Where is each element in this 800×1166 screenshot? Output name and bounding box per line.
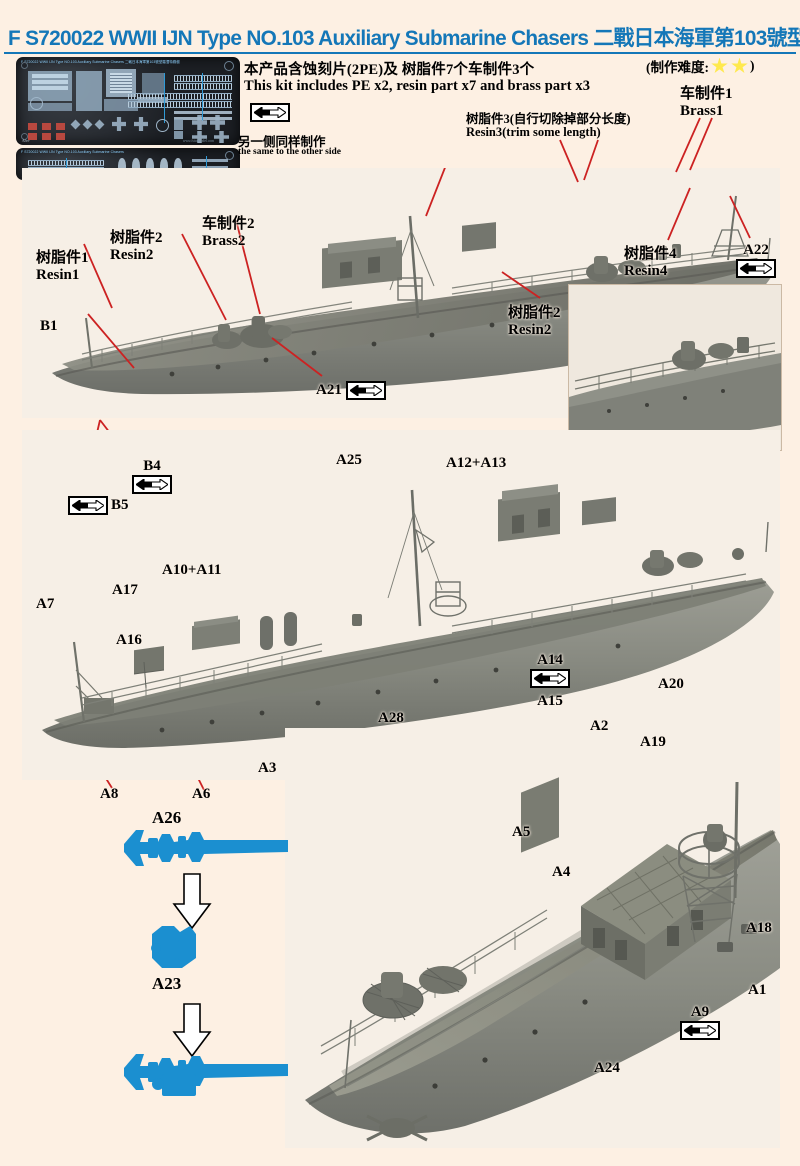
callout-resin2-fwd: 树脂件2 Resin2 xyxy=(110,230,163,264)
callout-a4: A4 xyxy=(552,864,571,880)
photo-inset-stern-detail xyxy=(568,284,782,451)
subassembly-diagram: A26 A23 xyxy=(118,808,298,1096)
double-arrow-icon xyxy=(250,103,290,122)
callout-a6: A6 xyxy=(192,786,211,802)
mirror-note-chinese: 另一侧同样制作 xyxy=(238,135,326,149)
callout-resin2-aft: 树脂件2 Resin2 xyxy=(508,305,561,339)
callout-a10-a11: A10+A11 xyxy=(162,562,222,578)
subassembly-step2-label: A23 xyxy=(152,974,182,993)
callout-a8: A8 xyxy=(100,786,119,802)
callout-a21: A21 xyxy=(316,381,386,400)
pe-fret-1-caption: F S720022 WWII IJN Type NO.103 Auxiliary… xyxy=(21,60,180,64)
difficulty-label: (制作难度: xyxy=(646,60,709,75)
pe-fret-photo-1: F S720022 WWII IJN Type NO.103 Auxiliary… xyxy=(16,57,240,145)
mirror-note-english: the same to the other side xyxy=(238,147,341,157)
callout-a18: A18 xyxy=(746,920,772,936)
pe-part-folded-shape xyxy=(151,926,196,968)
pe-part-a23-assembled-shape xyxy=(124,1054,288,1096)
double-arrow-icon xyxy=(680,1020,720,1040)
double-arrow-icon xyxy=(68,496,108,515)
double-arrow-icon xyxy=(345,381,386,400)
callout-b1: B1 xyxy=(40,318,58,334)
callout-a7: A7 xyxy=(36,596,55,612)
callout-brass1-cn: 车制件1 xyxy=(680,86,733,102)
star-icon xyxy=(711,57,728,73)
pe-fret-brand: Aber xyxy=(22,138,30,143)
callout-resin1: 树脂件1 Resin1 xyxy=(36,250,89,284)
callout-a28: A28 xyxy=(378,710,404,726)
callout-resin2-aft-en: Resin2 xyxy=(508,321,552,338)
pe-fret-photo-2: F S720022 WWII IJN Type NO.103 Auxiliary… xyxy=(16,148,240,180)
callout-a19: A19 xyxy=(640,734,666,750)
down-arrow-icon xyxy=(172,873,212,930)
callout-a12-a13: A12+A13 xyxy=(446,455,507,471)
callout-brass1-en: Brass1 xyxy=(680,102,724,119)
callout-resin2-fwd-cn: 树脂件2 xyxy=(110,230,163,246)
callout-a17: A17 xyxy=(112,582,138,598)
mirror-note-symbol xyxy=(250,103,290,127)
callout-b5: B5 xyxy=(68,496,129,515)
resin3-note-chinese: 树脂件3(自行切除掉部分长度) xyxy=(466,112,631,126)
callout-a3: A3 xyxy=(258,760,277,776)
callout-a15-text: A15 xyxy=(537,692,563,709)
callout-brass2-cn: 车制件2 xyxy=(202,216,255,232)
callout-resin1-en: Resin1 xyxy=(36,266,80,283)
double-arrow-icon xyxy=(736,258,776,278)
callout-a5: A5 xyxy=(512,824,531,840)
resin3-note-english: Resin3(trim some length) xyxy=(466,125,601,139)
double-arrow-icon xyxy=(530,668,570,688)
callout-a1: A1 xyxy=(748,982,767,998)
callout-resin4: 树脂件4 Resin4 xyxy=(624,246,677,280)
down-arrow-icon xyxy=(172,1003,212,1058)
pe-part-a26-shape xyxy=(124,830,288,866)
callout-a2: A2 xyxy=(590,718,609,734)
callout-resin2-fwd-en: Resin2 xyxy=(110,246,154,263)
callout-a9: A9 xyxy=(672,1004,728,1045)
difficulty-rating: (制作难度: ) xyxy=(646,56,755,76)
callout-a21-text: A21 xyxy=(316,382,342,399)
callout-a20: A20 xyxy=(658,676,684,692)
callout-a22-text: A22 xyxy=(743,242,769,258)
callout-a25: A25 xyxy=(336,452,362,468)
double-arrow-icon xyxy=(132,474,172,494)
callout-a24: A24 xyxy=(594,1060,620,1076)
callout-brass2-en: Brass2 xyxy=(202,232,246,249)
callout-brass2: 车制件2 Brass2 xyxy=(202,216,255,250)
difficulty-close-paren: ) xyxy=(750,58,755,73)
callout-a14-text: A14 xyxy=(537,652,563,668)
callout-b4-text: B4 xyxy=(143,458,161,474)
callout-resin1-cn: 树脂件1 xyxy=(36,250,89,266)
callout-brass1: 车制件1 Brass1 xyxy=(680,86,733,120)
callout-a22: A22 xyxy=(728,242,784,283)
title-bar: F S720022 WWII IJN Type NO.103 Auxiliary… xyxy=(0,22,800,54)
callout-a14-a15: A14 A15 xyxy=(522,652,578,710)
pe-fret-url: www.fsturmodel.com xyxy=(182,139,214,143)
kit-contents-english: This kit includes PE x2, resin part x7 a… xyxy=(244,78,591,94)
subassembly-step1-label: A26 xyxy=(152,808,182,827)
star-icon xyxy=(731,57,748,73)
callout-b5-text: B5 xyxy=(111,497,129,514)
callout-resin2-aft-cn: 树脂件2 xyxy=(508,305,561,321)
callout-resin4-en: Resin4 xyxy=(624,262,668,279)
callout-b4: B4 xyxy=(124,458,180,499)
title-divider xyxy=(4,52,796,54)
photo-bottom-detail xyxy=(285,728,780,1148)
callout-a16: A16 xyxy=(116,632,142,648)
kit-contents-chinese: 本产品含蚀刻片(2PE)及 树脂件7个车制件3个 xyxy=(244,62,535,78)
callout-a9-text: A9 xyxy=(690,1004,710,1020)
pe-fret-2-caption: F S720022 WWII IJN Type NO.103 Auxiliary… xyxy=(21,150,124,154)
page-title: F S720022 WWII IJN Type NO.103 Auxiliary… xyxy=(8,27,800,50)
callout-resin4-cn: 树脂件4 xyxy=(624,246,677,262)
